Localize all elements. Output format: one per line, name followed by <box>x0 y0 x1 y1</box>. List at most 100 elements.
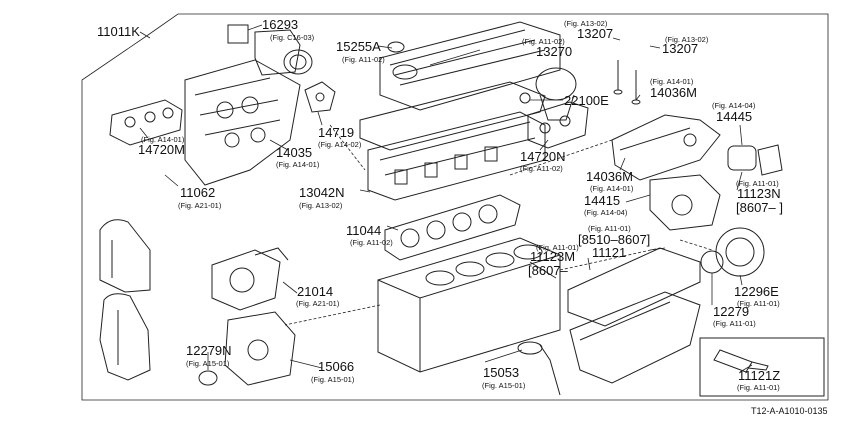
part-number: 11123M <box>530 249 575 264</box>
callout-14415[interactable]: 14415 (Fig. A14-04) <box>584 193 628 217</box>
rocker-cover-drawing <box>379 21 561 111</box>
callout-22100e[interactable]: 22100E <box>564 93 609 108</box>
callout-14036m-top[interactable]: (Fig. A14-01) 14036M <box>650 77 697 100</box>
part-number: 15255A <box>336 39 381 54</box>
guide-line <box>284 304 381 326</box>
figure-ref: (Fig. A14-01) <box>650 77 694 86</box>
callout-14035[interactable]: 14035 (Fig. A14-01) <box>276 145 320 169</box>
callout-15255a[interactable]: 15255A (Fig. A11-02) <box>336 39 385 64</box>
guide-line <box>679 239 713 251</box>
part-number: 13207 <box>662 41 698 56</box>
callout-8607-a[interactable]: [8607– ] <box>736 200 783 215</box>
throttle-body-drawing <box>227 24 313 76</box>
sealant-inset-box <box>699 337 825 397</box>
callout-11123m[interactable]: (Fig. A11-01) 11123M <box>530 243 579 264</box>
callout-13270[interactable]: (Fig. A11-02) 13270 <box>522 37 572 59</box>
figure-ref: (Fig. A13-02) <box>564 19 608 28</box>
callout-21014[interactable]: 21014 (Fig. A21-01) <box>296 284 340 308</box>
part-number: 14720N <box>520 149 566 164</box>
guide-line <box>329 124 366 171</box>
part-number: 22100E <box>564 93 609 108</box>
callout-14719[interactable]: 14719 (Fig. A14-02) <box>318 125 362 149</box>
figure-ref: (Fig. A11-02) <box>522 37 565 46</box>
figure-ref: (Fig. A11-01) <box>713 319 756 328</box>
part-number: 13042N <box>299 185 345 200</box>
part-number: 14719 <box>318 125 354 140</box>
part-number: 14035 <box>276 145 312 160</box>
figure-ref: (Fig. A14-04) <box>712 101 756 110</box>
figure-ref: (Fig. A11-01) <box>737 383 780 392</box>
guide-line <box>559 247 661 271</box>
callout-15053[interactable]: 15053 (Fig. A15-01) <box>482 365 526 390</box>
figure-ref: (Fig. A14-01) <box>141 135 185 144</box>
callout-12296e[interactable]: 12296E (Fig. A11-01) <box>734 284 780 308</box>
intake-manifold-drawing <box>184 59 301 186</box>
figure-ref: (Fig. A14-02) <box>318 140 362 149</box>
part-number: 13270 <box>536 44 572 59</box>
part-number: 16293 <box>262 17 298 32</box>
callout-14720n[interactable]: 14720N (Fig. A11-02) <box>520 149 566 173</box>
figure-ref: (Fig. C16-03) <box>270 33 315 42</box>
part-number: 14036M <box>586 169 633 184</box>
callout-13042n[interactable]: 13042N (Fig. A13-02) <box>299 185 345 210</box>
callout-8510-8607[interactable]: (Fig. A11-01) [8510–8607] <box>578 224 650 247</box>
callout-11123n[interactable]: (Fig. A11-01) 11123N <box>736 179 781 201</box>
guide-line <box>509 139 613 176</box>
callout-8607-b[interactable]: [8607– <box>528 263 569 278</box>
figure-ref: (Fig. A11-01) <box>736 179 779 188</box>
callout-14720m[interactable]: (Fig. A14-01) 14720M <box>138 135 185 157</box>
part-number: 11121Z <box>738 368 780 383</box>
oil-pan-gasket-drawing <box>567 247 701 327</box>
water-outlet-drawing <box>611 114 721 231</box>
part-number: 11121 <box>592 245 626 260</box>
figure-ref: (Fig. A21-01) <box>178 201 222 210</box>
kit-outline <box>81 13 829 401</box>
rocker-cover-gasket-drawing <box>359 81 546 151</box>
callout-13207-a[interactable]: (Fig. A13-02) 13207 <box>564 19 613 41</box>
figure-ref: (Fig. A11-01) <box>737 299 780 308</box>
part-number: 11044 <box>346 223 381 238</box>
cylinder-head-drawing <box>367 111 546 201</box>
part-number: 21014 <box>297 284 333 299</box>
part-number: 14445 <box>716 109 752 124</box>
figure-ref: (Fig. A15-01) <box>186 359 230 368</box>
exhaust-gasket-right-drawing <box>527 101 589 149</box>
part-number: 12296E <box>734 284 779 299</box>
figure-ref: (Fig. A11-02) <box>520 164 563 173</box>
callout-11044[interactable]: 11044 (Fig. A11-02) <box>346 223 393 247</box>
figure-ref: (Fig. A14-04) <box>584 208 628 217</box>
callout-13207-b[interactable]: (Fig. A13-02) 13207 <box>662 35 709 56</box>
figure-ref: (Fig. A14-01) <box>590 184 634 193</box>
egr-gasket-drawing <box>304 81 336 113</box>
callout-16293[interactable]: 16293 (Fig. C16-03) <box>262 17 315 42</box>
part-number: [8607– <box>528 263 569 278</box>
callout-14445[interactable]: (Fig. A14-04) 14445 <box>712 101 756 124</box>
leader-lines <box>139 24 753 373</box>
water-pump-drawing <box>211 247 289 311</box>
callout-11062[interactable]: 11062 (Fig. A21-01) <box>178 185 222 210</box>
figure-ref: (Fig. A15-01) <box>482 381 526 390</box>
figure-ref: (Fig. A11-01) <box>536 243 579 252</box>
part-number: 11062 <box>180 185 215 200</box>
part-number: 15066 <box>318 359 354 374</box>
callout-14036m-mid[interactable]: 14036M (Fig. A14-01) <box>586 169 634 193</box>
thermostat-gasket-drawing <box>727 144 783 176</box>
part-number: 11011K <box>97 24 140 39</box>
figure-ref: (Fig. A15-01) <box>311 375 355 384</box>
callout-12279[interactable]: 12279 (Fig. A11-01) <box>713 304 756 328</box>
callout-15066[interactable]: 15066 (Fig. A15-01) <box>311 359 355 384</box>
oil-pan-drawing <box>569 291 701 384</box>
figure-ref: (Fig. A14-01) <box>276 160 320 169</box>
figure-ref: (Fig. A21-01) <box>296 299 340 308</box>
callout-11121[interactable]: 11121 <box>592 245 626 260</box>
part-number: [8607– ] <box>736 200 783 215</box>
figure-ref: (Fig. A13-02) <box>665 35 709 44</box>
callout-12279n[interactable]: 12279N (Fig. A15-01) <box>186 343 232 368</box>
callout-11121z[interactable]: 11121Z (Fig. A11-01) <box>737 368 780 392</box>
figure-ref: (Fig. A11-02) <box>350 238 393 247</box>
figure-ref: (Fig. A11-02) <box>342 55 385 64</box>
part-number: 14036M <box>650 85 697 100</box>
part-number: [8510–8607] <box>578 232 650 247</box>
callout-11011k[interactable]: 11011K <box>97 24 140 39</box>
